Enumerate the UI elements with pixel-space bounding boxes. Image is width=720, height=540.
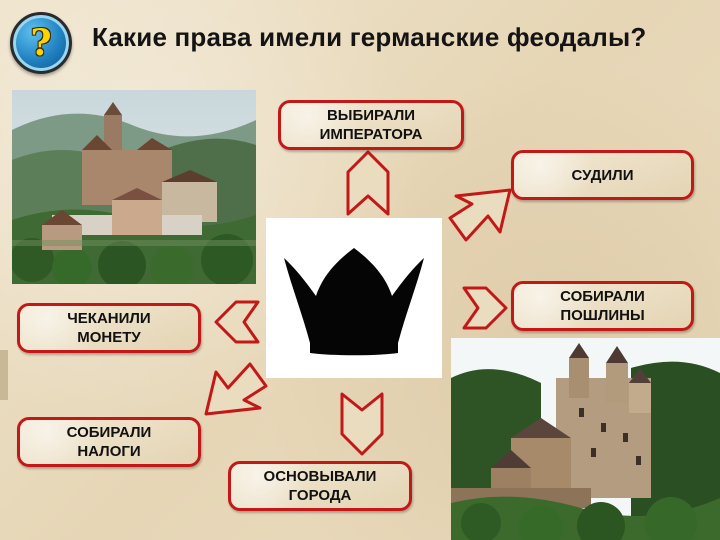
box-line: ЧЕКАНИЛИ <box>67 310 151 327</box>
box-line: ВЫБИРАЛИ <box>326 107 416 124</box>
box-line: МОНЕТУ <box>77 329 141 346</box>
box-founded-cities: ОСНОВЫВАЛИ ГОРОДА <box>228 461 412 511</box>
question-icon[interactable]: ? <box>10 12 72 74</box>
arrow-left-icon <box>214 300 260 344</box>
castle-photo <box>12 90 256 284</box>
box-line: НАЛОГИ <box>77 443 141 460</box>
box-line: СОБИРАЛИ <box>560 288 645 305</box>
box-line: ИМПЕРАТОРА <box>319 126 423 143</box>
edge-strip <box>0 350 8 400</box>
arrow-up-icon <box>346 150 390 216</box>
crown-card <box>266 218 442 378</box>
crown-icon <box>284 248 424 356</box>
page-title: Какие права имели германские феодалы? <box>92 22 647 52</box>
arrow-right-icon <box>462 286 508 330</box>
box-judged: СУДИЛИ <box>511 150 694 200</box>
box-elect-emperor: ВЫБИРАЛИ ИМПЕРАТОРА <box>278 100 464 150</box>
box-collected-taxes: СОБИРАЛИ НАЛОГИ <box>17 417 201 467</box>
question-mark: ? <box>30 22 52 64</box>
arrow-down-icon <box>340 392 384 456</box>
arrow-down-left-icon <box>204 362 268 416</box>
box-line: ОСНОВЫВАЛИ <box>263 468 377 485</box>
box-minted-coins: ЧЕКАНИЛИ МОНЕТУ <box>17 303 201 353</box>
box-line: ПОШЛИНЫ <box>560 307 645 324</box>
box-line: ГОРОДА <box>288 487 352 504</box>
arrow-up-right-icon <box>448 188 512 242</box>
box-collected-duties: СОБИРАЛИ ПОШЛИНЫ <box>511 281 694 331</box>
box-line: СОБИРАЛИ <box>66 424 152 441</box>
box-line: СУДИЛИ <box>571 166 634 184</box>
castle-photo <box>451 338 720 540</box>
